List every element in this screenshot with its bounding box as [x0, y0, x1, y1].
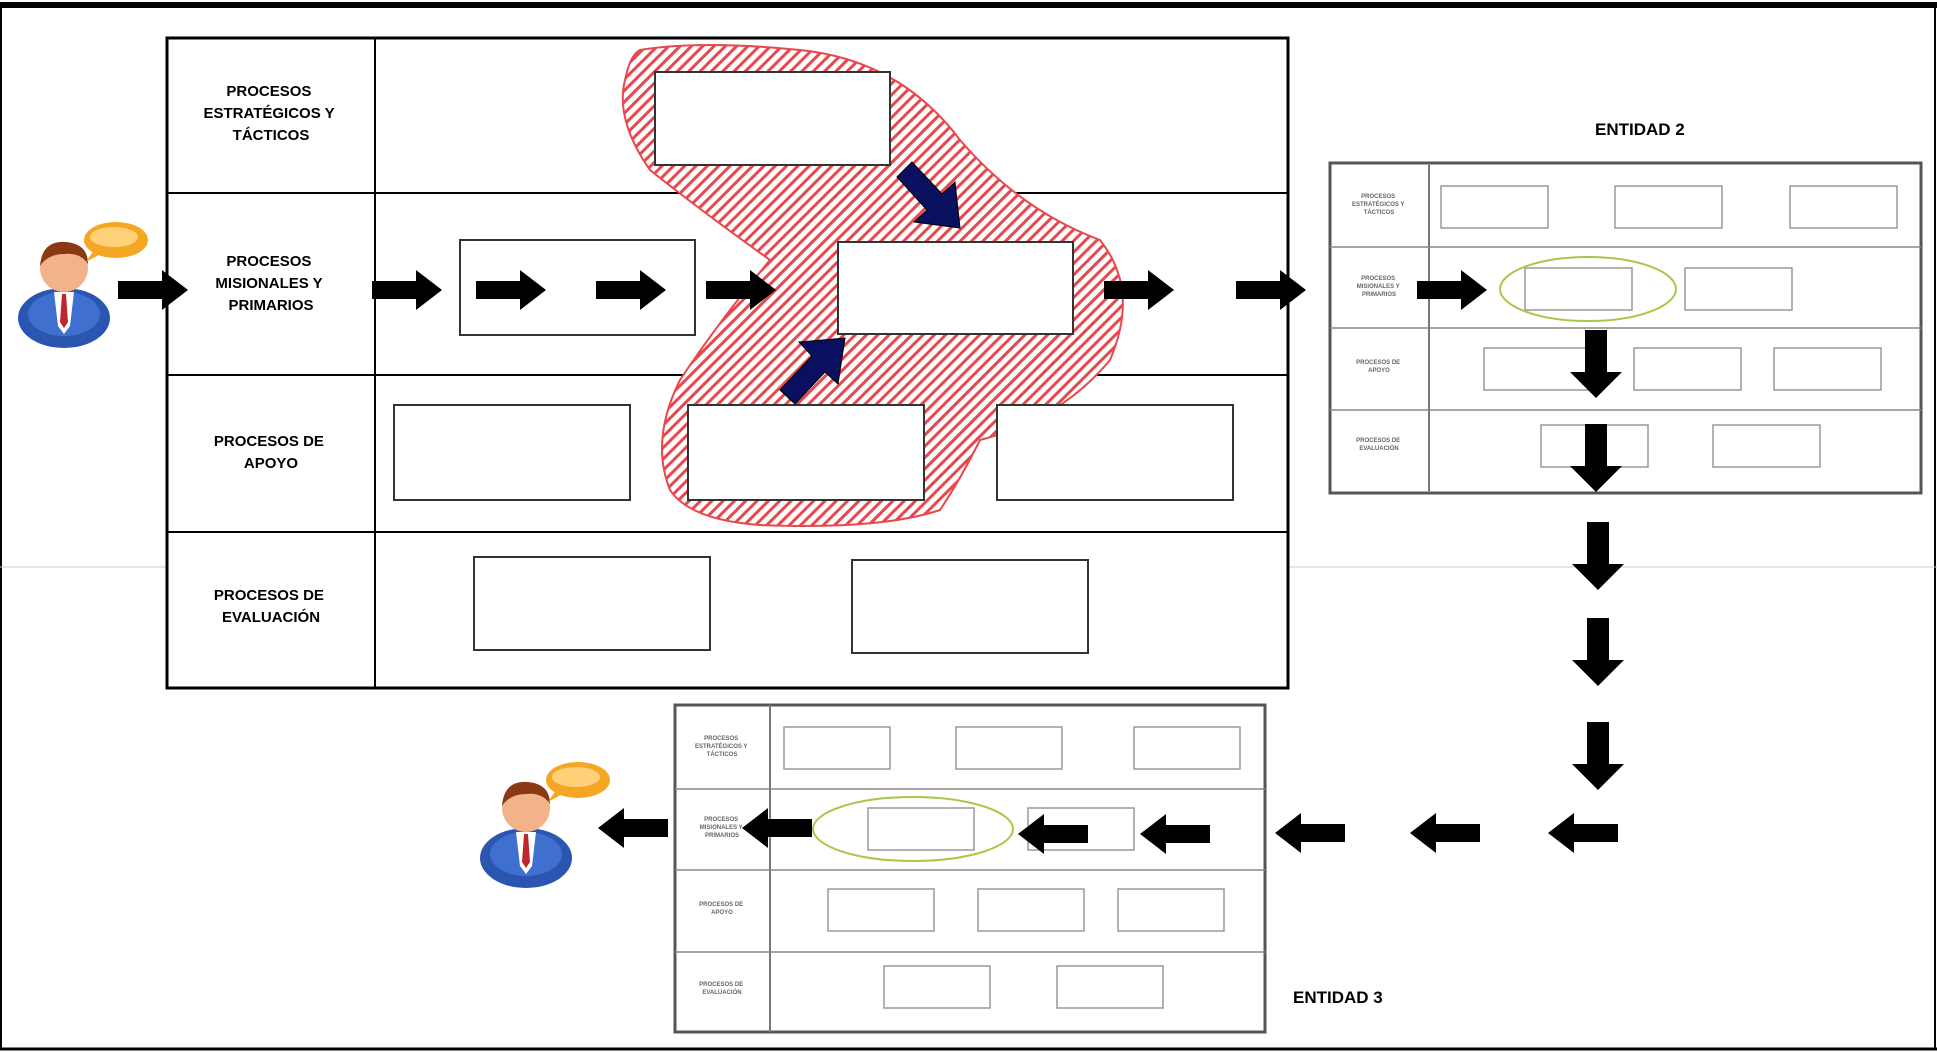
e1-row2-label: PROCESOS MISIONALES Y PRIMARIOS: [215, 253, 326, 314]
e3-row1-label: PROCESOS ESTRATÉGICOS Y TÁCTICOS: [695, 736, 749, 758]
arrow-down-3: [1572, 522, 1624, 590]
arrow-down-4: [1572, 618, 1624, 686]
arrow-left-to-person: [598, 808, 668, 848]
entity2-title: ENTIDAD 2: [1595, 120, 1685, 139]
e1-row4-label: PROCESOS DE EVALUACIÓN: [214, 587, 328, 626]
e1-eval-box-2: [851, 559, 1089, 654]
entity3-title: ENTIDAD 3: [1293, 988, 1383, 1007]
blue-arrow-up: [779, 337, 846, 405]
e1-row3-label: PROCESOS DE APOYO: [214, 433, 328, 472]
person-icon-2: [480, 762, 610, 888]
arrow-left-3: [1275, 813, 1345, 853]
entity3-table: [673, 703, 1267, 1034]
arrow-left-1: [1548, 813, 1618, 853]
e2-row4-label: PROCESOS DE EVALUACIÓN: [1356, 438, 1402, 452]
e3-row3-label: PROCESOS DE APOYO: [699, 902, 745, 916]
e1-eval-box-1: [473, 556, 711, 651]
entity2-table: [1328, 161, 1923, 495]
e2-row1-label: PROCESOS ESTRATÉGICOS Y TÁCTICOS: [1352, 194, 1406, 216]
e1-apoyo-box-1: [393, 404, 631, 501]
e1-row1-label: PROCESOS ESTRATÉGICOS Y TÁCTICOS: [203, 83, 338, 144]
blue-arrow-down: [896, 161, 961, 229]
e1-apoyo-box-3: [996, 404, 1234, 501]
e2-row3-label: PROCESOS DE APOYO: [1356, 360, 1402, 374]
e1-misional-box: [837, 241, 1074, 335]
e3-row2-label: PROCESOS MISIONALES Y PRIMARIOS: [700, 817, 744, 839]
arrow-down-5: [1572, 722, 1624, 790]
e1-apoyo-box-2: [687, 404, 925, 501]
e2-row2-label: PROCESOS MISIONALES Y PRIMARIOS: [1357, 276, 1401, 298]
e1-strategic-box: [654, 71, 891, 166]
arrow-left-2: [1410, 813, 1480, 853]
e3-row4-label: PROCESOS DE EVALUACIÓN: [699, 982, 745, 996]
